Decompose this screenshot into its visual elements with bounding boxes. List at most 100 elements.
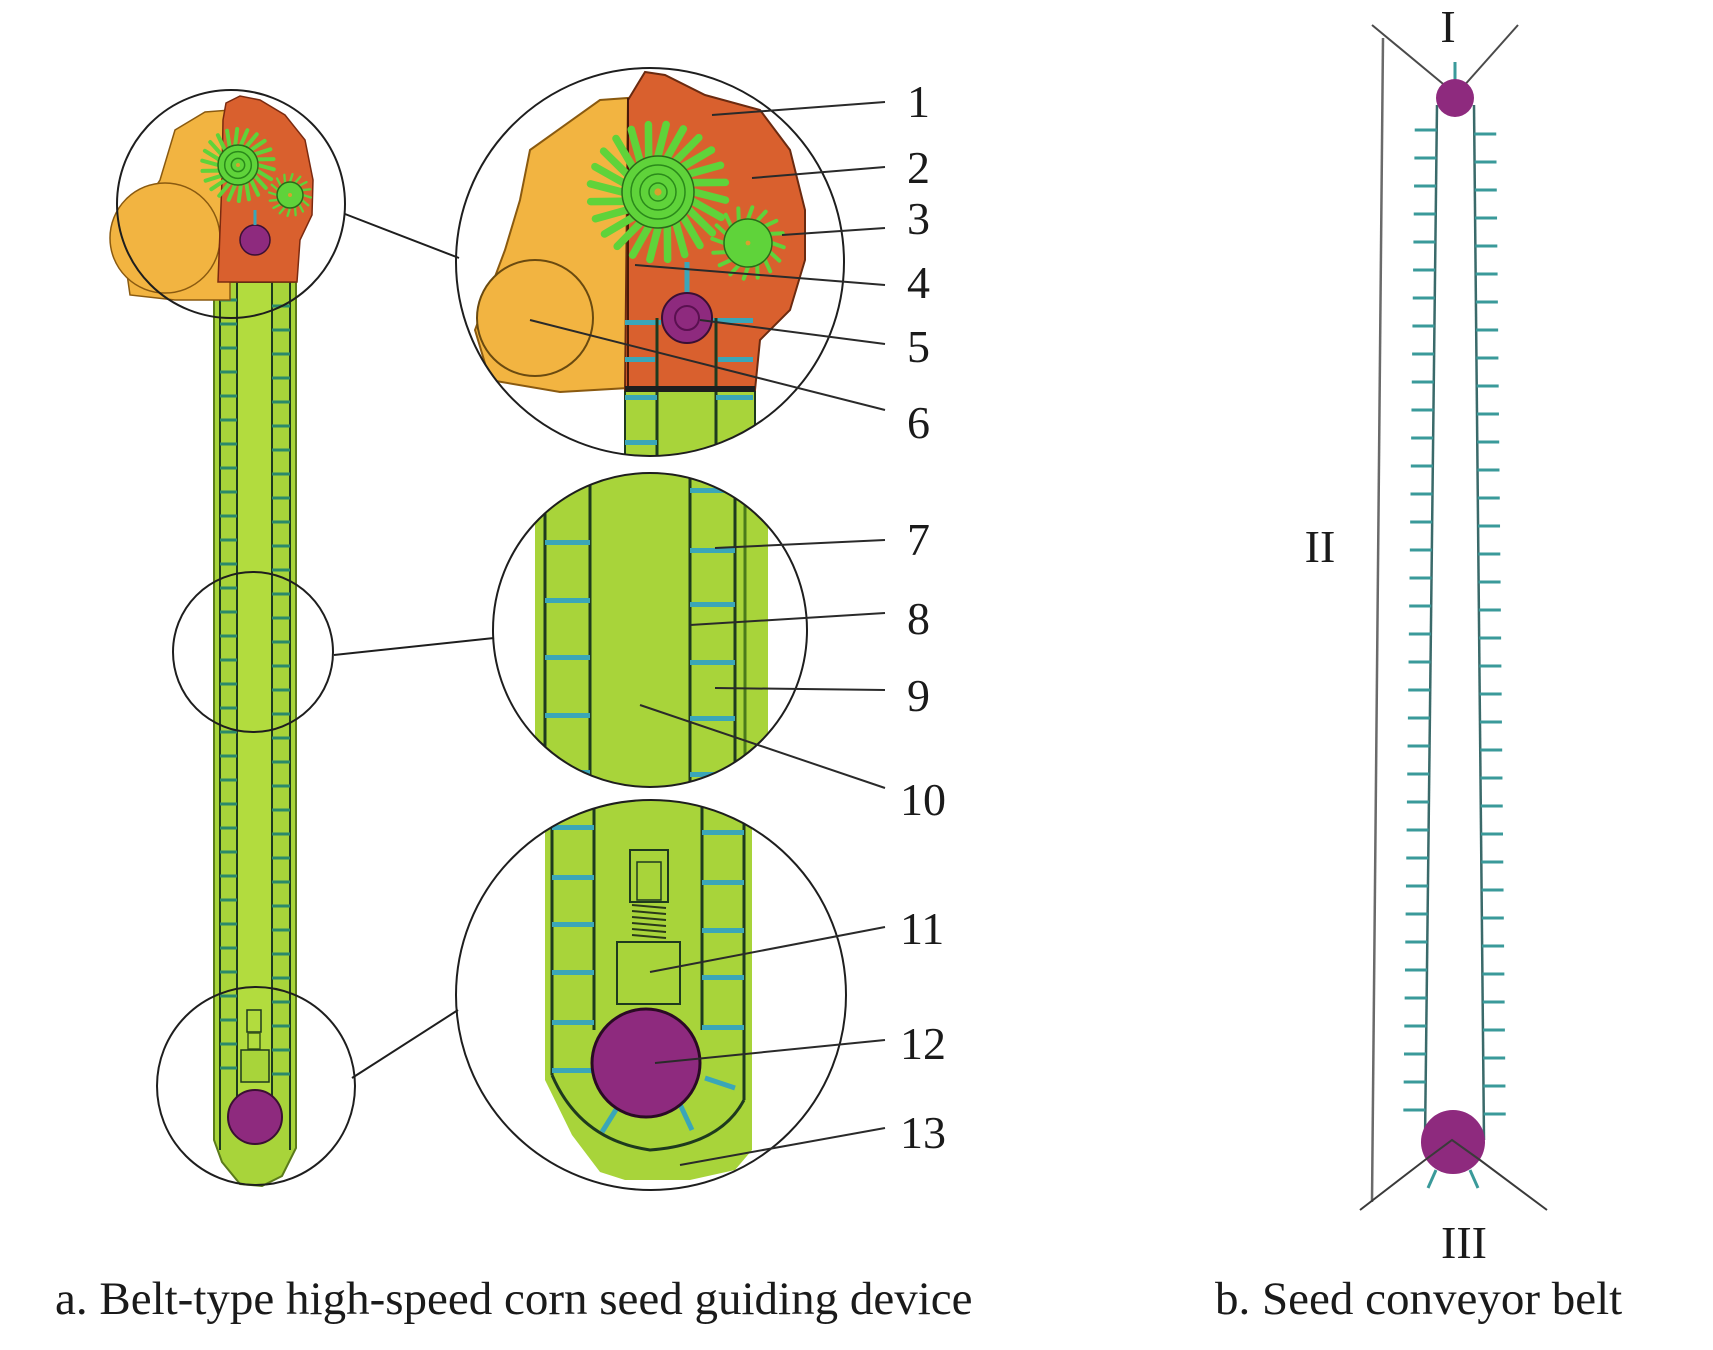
gear-tooth <box>685 206 717 237</box>
leader-12 <box>654 1039 886 1064</box>
v-line-bottom <box>1359 1138 1548 1211</box>
gear-tooth <box>298 203 305 213</box>
section-label-I: I <box>1440 1 1455 52</box>
paddle <box>690 548 735 553</box>
detail-circle-middle <box>492 472 808 788</box>
gear-tooth <box>217 181 232 198</box>
gear-tooth <box>762 257 773 274</box>
gear-tooth <box>714 223 728 236</box>
gear-tooth <box>209 178 227 192</box>
gear-tooth <box>293 205 297 217</box>
gear-hub <box>236 163 240 167</box>
paddle <box>552 970 594 975</box>
gear-tooth <box>252 147 273 157</box>
gear-tooth <box>283 173 287 185</box>
paddle <box>545 540 590 545</box>
gear-ring <box>223 150 253 180</box>
gear-tooth <box>270 183 280 192</box>
top-drive-wheel <box>1436 79 1474 117</box>
tensioner-block-detail <box>616 941 681 1005</box>
gear-tooth <box>685 161 725 178</box>
gear-tooth <box>723 212 734 229</box>
belt-span-outline <box>1370 37 1385 1203</box>
spring-coil <box>631 904 667 909</box>
gear-tooth <box>679 213 704 250</box>
label-5: 5 <box>907 321 930 372</box>
tensioner-slot-inner <box>636 861 662 901</box>
paddle <box>545 655 590 660</box>
belt-inner-strip <box>236 281 273 1113</box>
paddle <box>690 660 735 665</box>
gear-tooth <box>255 168 274 182</box>
gear-tooth <box>591 206 631 223</box>
paddle <box>702 975 744 980</box>
gear-tooth <box>208 140 224 157</box>
spring-coil <box>631 934 667 939</box>
paddle <box>552 1020 594 1025</box>
seed-picking-gear <box>586 120 730 264</box>
gear-ring <box>639 173 677 211</box>
gear-tooth <box>238 128 250 148</box>
gear-tooth <box>202 148 221 162</box>
tensioner-spring-detail <box>631 904 667 939</box>
connector-middle <box>333 637 495 656</box>
paddle-detail-top-right <box>713 318 753 323</box>
paddle-bottom-right <box>1468 1169 1480 1189</box>
drive-wheel <box>661 292 713 344</box>
spring-coil <box>631 910 667 915</box>
caption-panel-a: a. Belt-type high-speed corn seed guidin… <box>55 1273 973 1325</box>
gear-tooth <box>586 180 626 196</box>
gear-tooth <box>249 138 267 152</box>
gear-tooth <box>768 250 782 263</box>
label-6: 6 <box>907 397 930 448</box>
label-12: 12 <box>900 1018 946 1069</box>
auxiliary-gear <box>710 205 786 281</box>
gear-tooth <box>298 180 308 187</box>
part-labels: 1 2 3 4 5 6 7 8 9 10 11 12 13 <box>900 76 946 1158</box>
gear-tooth <box>711 250 728 255</box>
spring-coil <box>631 916 667 921</box>
gear-tooth <box>236 182 243 203</box>
label-4: 4 <box>907 257 930 308</box>
detail-circle-bottom <box>455 799 847 1191</box>
gear-tooth <box>244 181 251 202</box>
label-2: 2 <box>907 142 930 193</box>
caption-panel-b: b. Seed conveyor belt <box>1215 1273 1623 1325</box>
gear-tooth <box>278 205 287 215</box>
gear-tooth <box>249 178 261 197</box>
gear-tooth <box>627 125 644 165</box>
leader-4 <box>634 264 886 286</box>
gear-tooth <box>226 182 238 202</box>
paddle-detail-mid-right <box>718 357 753 362</box>
paddle-radial-3 <box>704 1075 736 1091</box>
belt-paddles <box>220 298 290 1076</box>
v-line-top-left <box>1371 24 1449 89</box>
tensioner-spring <box>247 1032 261 1050</box>
gear-tooth <box>286 206 292 218</box>
leader-3 <box>781 227 886 236</box>
gear-tooth <box>646 224 662 264</box>
leader-lines <box>529 101 886 1166</box>
gear-hub <box>745 240 751 246</box>
v-line-top-right <box>1461 24 1519 89</box>
detail-bottom <box>545 800 752 1180</box>
detail-head <box>473 70 806 456</box>
seed-picking-gear-overview <box>200 127 276 203</box>
label-10: 10 <box>900 774 946 825</box>
conveyor-belt-schematic: I II III <box>1305 1 1548 1268</box>
gear-tooth <box>267 191 279 197</box>
motor-disk <box>109 182 221 294</box>
paddle <box>690 602 735 607</box>
leader-8 <box>689 612 886 626</box>
gear-tooth <box>252 173 268 190</box>
gear-tooth <box>768 231 785 236</box>
paddle-detail-top-left <box>625 320 661 325</box>
section-label-II: II <box>1305 521 1336 572</box>
paddle <box>702 928 744 933</box>
gear-tooth <box>225 128 232 149</box>
paddle <box>545 713 590 718</box>
connector-head <box>344 213 460 259</box>
gear-tooth <box>272 203 282 210</box>
callout-circle-bottom <box>156 986 356 1186</box>
